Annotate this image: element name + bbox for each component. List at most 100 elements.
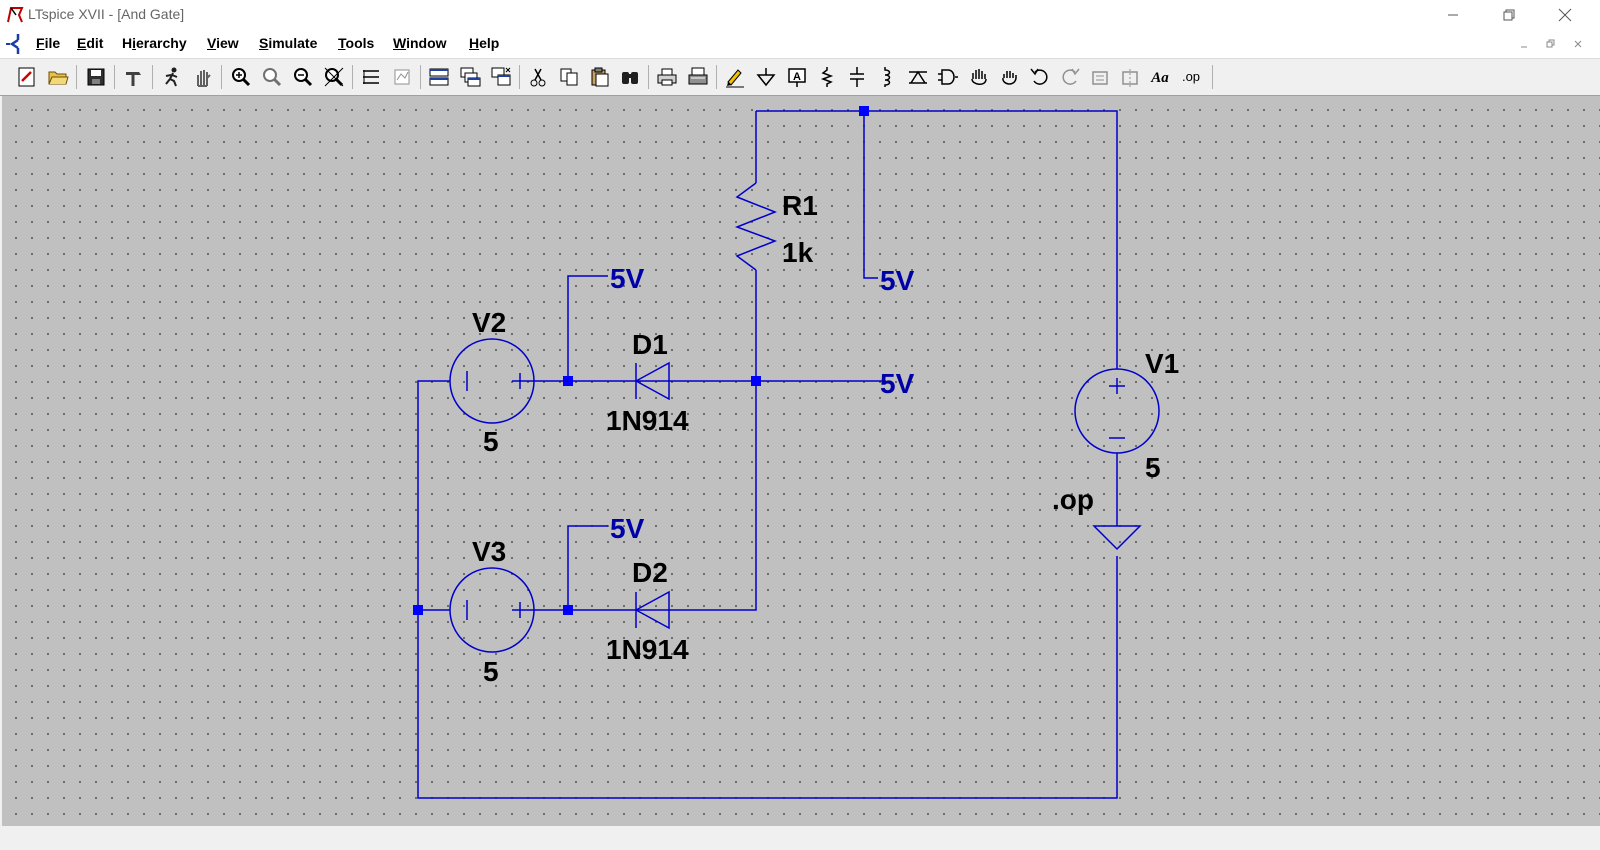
cascade-windows-icon[interactable] bbox=[457, 65, 483, 89]
junction-dot[interactable] bbox=[859, 106, 869, 116]
text-icon[interactable]: Aa bbox=[1147, 65, 1173, 89]
print-setup-icon[interactable] bbox=[685, 65, 711, 89]
mdi-restore-icon[interactable] bbox=[1540, 34, 1562, 54]
cut-icon[interactable] bbox=[525, 65, 551, 89]
d1-model[interactable]: 1N914 bbox=[606, 405, 689, 436]
junction-dot[interactable] bbox=[413, 605, 423, 615]
r1-value[interactable]: 1k bbox=[782, 237, 814, 268]
zoom-out-icon[interactable] bbox=[290, 65, 316, 89]
move-hand-icon[interactable] bbox=[966, 65, 992, 89]
menu-hierarchy[interactable]: Hierarchy bbox=[122, 35, 187, 51]
plot-settings-icon[interactable] bbox=[389, 65, 415, 89]
menu-bar: File Edit Hierarchy View Simulate Tools … bbox=[0, 30, 1600, 59]
menu-window[interactable]: Window bbox=[393, 35, 447, 51]
toolbar-separator bbox=[352, 65, 353, 89]
toolbar-separator bbox=[648, 65, 649, 89]
tile-vertical-icon[interactable] bbox=[488, 65, 514, 89]
d2-name[interactable]: D2 bbox=[632, 557, 668, 588]
spice-directive-op[interactable]: .op bbox=[1052, 484, 1094, 515]
menu-help[interactable]: Help bbox=[469, 35, 500, 51]
schematic-canvas[interactable]: R1 1k D1 1N914 D2 1N914 V2 5 bbox=[2, 96, 1600, 826]
wire-r1-bottom-to-d2[interactable] bbox=[692, 270, 757, 611]
draw-wire-pencil-icon[interactable] bbox=[722, 65, 748, 89]
wire-d1-netlabel[interactable] bbox=[567, 275, 608, 381]
print-icon[interactable] bbox=[654, 65, 680, 89]
minimize-icon[interactable] bbox=[1430, 0, 1476, 30]
zoom-fit-icon[interactable] bbox=[321, 65, 347, 89]
net-label-5v-d2[interactable]: 5V bbox=[610, 513, 645, 544]
close-icon[interactable] bbox=[1542, 0, 1588, 30]
spice-directive-icon[interactable]: .op bbox=[1178, 65, 1204, 89]
d1-name[interactable]: D1 bbox=[632, 329, 668, 360]
d1-triangle[interactable] bbox=[634, 361, 670, 401]
redo-icon[interactable] bbox=[1057, 65, 1083, 89]
diode-icon[interactable] bbox=[905, 65, 931, 89]
inductor-icon[interactable] bbox=[874, 65, 900, 89]
diode-d1[interactable]: D1 1N914 bbox=[606, 329, 692, 436]
undo-icon[interactable] bbox=[1027, 65, 1053, 89]
net-label-icon[interactable]: A bbox=[784, 65, 810, 89]
title-bar: LTspice XVII - [And Gate] bbox=[0, 0, 1600, 30]
d2-triangle[interactable] bbox=[634, 590, 670, 630]
d2-model[interactable]: 1N914 bbox=[606, 634, 689, 665]
mdi-minimize-icon[interactable] bbox=[1513, 34, 1535, 54]
v3-name[interactable]: V3 bbox=[472, 536, 506, 567]
component-gate-icon[interactable] bbox=[935, 65, 961, 89]
ground-icon[interactable] bbox=[753, 65, 779, 89]
copy-icon[interactable] bbox=[556, 65, 582, 89]
voltage-source-v3[interactable]: V3 5 bbox=[449, 536, 568, 687]
open-folder-icon[interactable] bbox=[45, 65, 71, 89]
v1-name[interactable]: V1 bbox=[1145, 348, 1179, 379]
drag-hand-icon[interactable] bbox=[996, 65, 1022, 89]
v2-value[interactable]: 5 bbox=[483, 426, 499, 457]
toolbar-separator bbox=[519, 65, 520, 89]
schematic-drawing[interactable]: R1 1k D1 1N914 D2 1N914 V2 5 bbox=[2, 96, 1600, 826]
menu-simulate[interactable]: Simulate bbox=[259, 35, 318, 51]
voltage-source-v2[interactable]: V2 5 bbox=[449, 307, 568, 457]
zoom-in-icon[interactable] bbox=[228, 65, 254, 89]
find-binoculars-icon[interactable] bbox=[617, 65, 643, 89]
ltspice-app-icon[interactable] bbox=[6, 6, 24, 29]
resistor-symbol[interactable] bbox=[734, 182, 778, 271]
capacitor-icon[interactable] bbox=[844, 65, 870, 89]
tile-horizontal-icon[interactable] bbox=[426, 65, 452, 89]
voltage-source-v1[interactable]: V1 5 bbox=[1074, 348, 1179, 483]
wire-top-right[interactable] bbox=[756, 110, 1118, 369]
v1-value[interactable]: 5 bbox=[1145, 452, 1161, 483]
wires[interactable] bbox=[417, 110, 1118, 799]
diode-d2[interactable]: D2 1N914 bbox=[606, 557, 692, 665]
menu-tools[interactable]: Tools bbox=[338, 35, 375, 51]
net-label-5v-output[interactable]: 5V bbox=[880, 368, 915, 399]
save-icon[interactable] bbox=[83, 65, 109, 89]
wire-d2-netlabel[interactable] bbox=[567, 525, 608, 610]
net-label-5v-d1[interactable]: 5V bbox=[610, 263, 645, 294]
resistor-icon[interactable] bbox=[814, 65, 840, 89]
r1-name[interactable]: R1 bbox=[782, 190, 818, 221]
autorange-plot-icon[interactable] bbox=[358, 65, 384, 89]
wire-top-netlabel[interactable] bbox=[863, 111, 878, 279]
v1-symbol[interactable] bbox=[1074, 368, 1160, 454]
rotate-icon[interactable] bbox=[1087, 65, 1113, 89]
junction-dot[interactable] bbox=[751, 376, 761, 386]
resistor-r1[interactable]: R1 1k bbox=[734, 182, 818, 271]
schematic-doc-icon[interactable] bbox=[4, 32, 28, 61]
menu-view[interactable]: View bbox=[207, 35, 239, 51]
mdi-close-icon[interactable] bbox=[1567, 34, 1589, 54]
halt-hand-icon[interactable] bbox=[190, 65, 216, 89]
mirror-icon[interactable] bbox=[1117, 65, 1143, 89]
pan-zoom-icon[interactable] bbox=[259, 65, 285, 89]
run-simulation-icon[interactable] bbox=[159, 65, 185, 89]
restore-icon[interactable] bbox=[1486, 0, 1532, 30]
wire-ground-loop[interactable] bbox=[417, 380, 1118, 799]
v3-value[interactable]: 5 bbox=[483, 656, 499, 687]
v3-polarity bbox=[466, 600, 528, 620]
paste-icon[interactable] bbox=[587, 65, 613, 89]
control-panel-hammer-icon[interactable] bbox=[121, 65, 147, 89]
ground-symbol[interactable] bbox=[1092, 525, 1142, 551]
menu-file[interactable]: File bbox=[36, 35, 61, 51]
menu-edit[interactable]: Edit bbox=[77, 35, 104, 51]
v1-polarity bbox=[1109, 378, 1125, 439]
v2-name[interactable]: V2 bbox=[472, 307, 506, 338]
new-schematic-icon[interactable] bbox=[14, 65, 40, 89]
net-label-5v-top[interactable]: 5V bbox=[880, 265, 915, 296]
